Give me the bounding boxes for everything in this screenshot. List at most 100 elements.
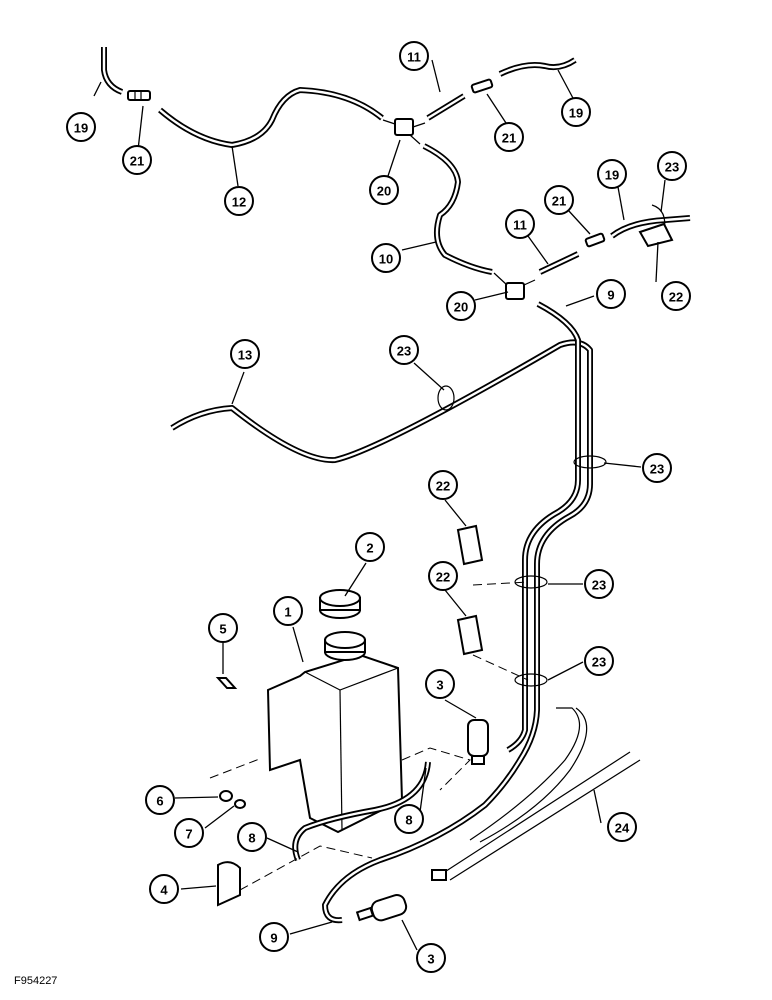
callout-circle xyxy=(505,209,535,239)
callout-23: 23 xyxy=(389,335,419,365)
callout-number: 22 xyxy=(436,570,450,585)
hose-10 xyxy=(422,143,493,275)
callout-number: 22 xyxy=(669,290,683,305)
callout-circle xyxy=(428,561,458,591)
callout-circle xyxy=(642,453,672,483)
callout-number: 19 xyxy=(605,168,619,183)
tee-20-upper xyxy=(382,118,426,145)
callout-circle xyxy=(371,243,401,273)
callout-circle xyxy=(224,186,254,216)
callout-5: 5 xyxy=(208,613,238,643)
callout-number: 23 xyxy=(397,344,411,359)
callout-circle xyxy=(389,335,419,365)
callout-number: 20 xyxy=(377,184,391,199)
callout-23: 23 xyxy=(642,453,672,483)
callout-number: 6 xyxy=(156,794,163,809)
callout-circle xyxy=(149,874,179,904)
callout-circle xyxy=(369,175,399,205)
tee-20-lower xyxy=(493,272,536,300)
callout-19: 19 xyxy=(597,159,627,189)
hose-11-lower xyxy=(538,251,580,275)
callout-8: 8 xyxy=(237,822,267,852)
callout-number: 23 xyxy=(592,578,606,593)
callout-circle xyxy=(561,97,591,127)
leader-lines xyxy=(93,59,666,951)
callout-number: 21 xyxy=(130,154,144,169)
hose-8 xyxy=(292,761,431,862)
callout-20: 20 xyxy=(446,291,476,321)
callout-number: 12 xyxy=(232,195,246,210)
pump-3-upper xyxy=(467,719,489,765)
callout-number: 24 xyxy=(615,821,630,836)
bracket-4 xyxy=(217,861,241,907)
callout-19: 19 xyxy=(561,97,591,127)
callout-22: 22 xyxy=(661,281,691,311)
callout-circle xyxy=(394,804,424,834)
callout-number: 13 xyxy=(238,348,252,363)
figure-reference-code: F954227 xyxy=(14,975,58,987)
callout-22: 22 xyxy=(428,561,458,591)
callout-number: 3 xyxy=(427,952,434,967)
hose-12 xyxy=(158,87,384,148)
callout-circle xyxy=(122,145,152,175)
callout-circle xyxy=(584,569,614,599)
callout-4: 4 xyxy=(149,874,179,904)
bolt-5 xyxy=(215,677,238,689)
callout-11: 11 xyxy=(399,41,429,71)
callout-circle xyxy=(544,185,574,215)
callout-number: 7 xyxy=(185,827,192,842)
bracket-22-upper xyxy=(638,222,674,248)
callout-21: 21 xyxy=(122,145,152,175)
cap-2 xyxy=(319,589,361,619)
callout-24: 24 xyxy=(607,812,637,842)
callout-6: 6 xyxy=(145,785,175,815)
callout-number: 23 xyxy=(592,655,606,670)
pump-3-lower xyxy=(355,894,408,922)
callout-2: 2 xyxy=(355,532,385,562)
dashed-assembly-lines xyxy=(209,581,529,891)
callout-3: 3 xyxy=(425,669,455,699)
callout-circle xyxy=(661,281,691,311)
connector-21-upper-right xyxy=(470,78,494,94)
callout-circle xyxy=(259,922,289,952)
callout-number: 3 xyxy=(436,678,443,693)
callout-1: 1 xyxy=(273,596,303,626)
connector-21-left xyxy=(127,90,151,101)
callout-8: 8 xyxy=(394,804,424,834)
harness-24 xyxy=(431,707,641,881)
callout-20: 20 xyxy=(369,175,399,205)
callout-circle xyxy=(145,785,175,815)
callout-3: 3 xyxy=(416,943,446,973)
callout-number: 10 xyxy=(379,252,393,267)
callout-circle xyxy=(273,596,303,626)
callout-22: 22 xyxy=(428,470,458,500)
callout-circle xyxy=(428,470,458,500)
callout-number: 22 xyxy=(436,479,450,494)
callout-circle xyxy=(174,818,204,848)
callout-number: 9 xyxy=(270,931,277,946)
callout-circle xyxy=(208,613,238,643)
hose-11-upper xyxy=(426,93,466,121)
callout-23: 23 xyxy=(584,569,614,599)
clips-23-bundle xyxy=(437,385,607,687)
callout-circle xyxy=(494,122,524,152)
callout-circle xyxy=(607,812,637,842)
callout-number: 11 xyxy=(513,218,527,233)
callout-19: 19 xyxy=(66,112,96,142)
callout-number: 9 xyxy=(607,288,614,303)
hose-19-upper-left xyxy=(101,47,124,95)
callout-12: 12 xyxy=(224,186,254,216)
hose-9-bundle xyxy=(322,301,593,924)
reservoir-1 xyxy=(266,631,404,834)
callout-number: 23 xyxy=(665,160,679,175)
callout-13: 13 xyxy=(230,339,260,369)
callout-circle xyxy=(230,339,260,369)
callout-23: 23 xyxy=(584,646,614,676)
callout-9: 9 xyxy=(259,922,289,952)
callout-circle xyxy=(657,151,687,181)
callout-number: 4 xyxy=(160,883,168,898)
callout-number: 5 xyxy=(219,622,226,637)
callout-23: 23 xyxy=(657,151,687,181)
